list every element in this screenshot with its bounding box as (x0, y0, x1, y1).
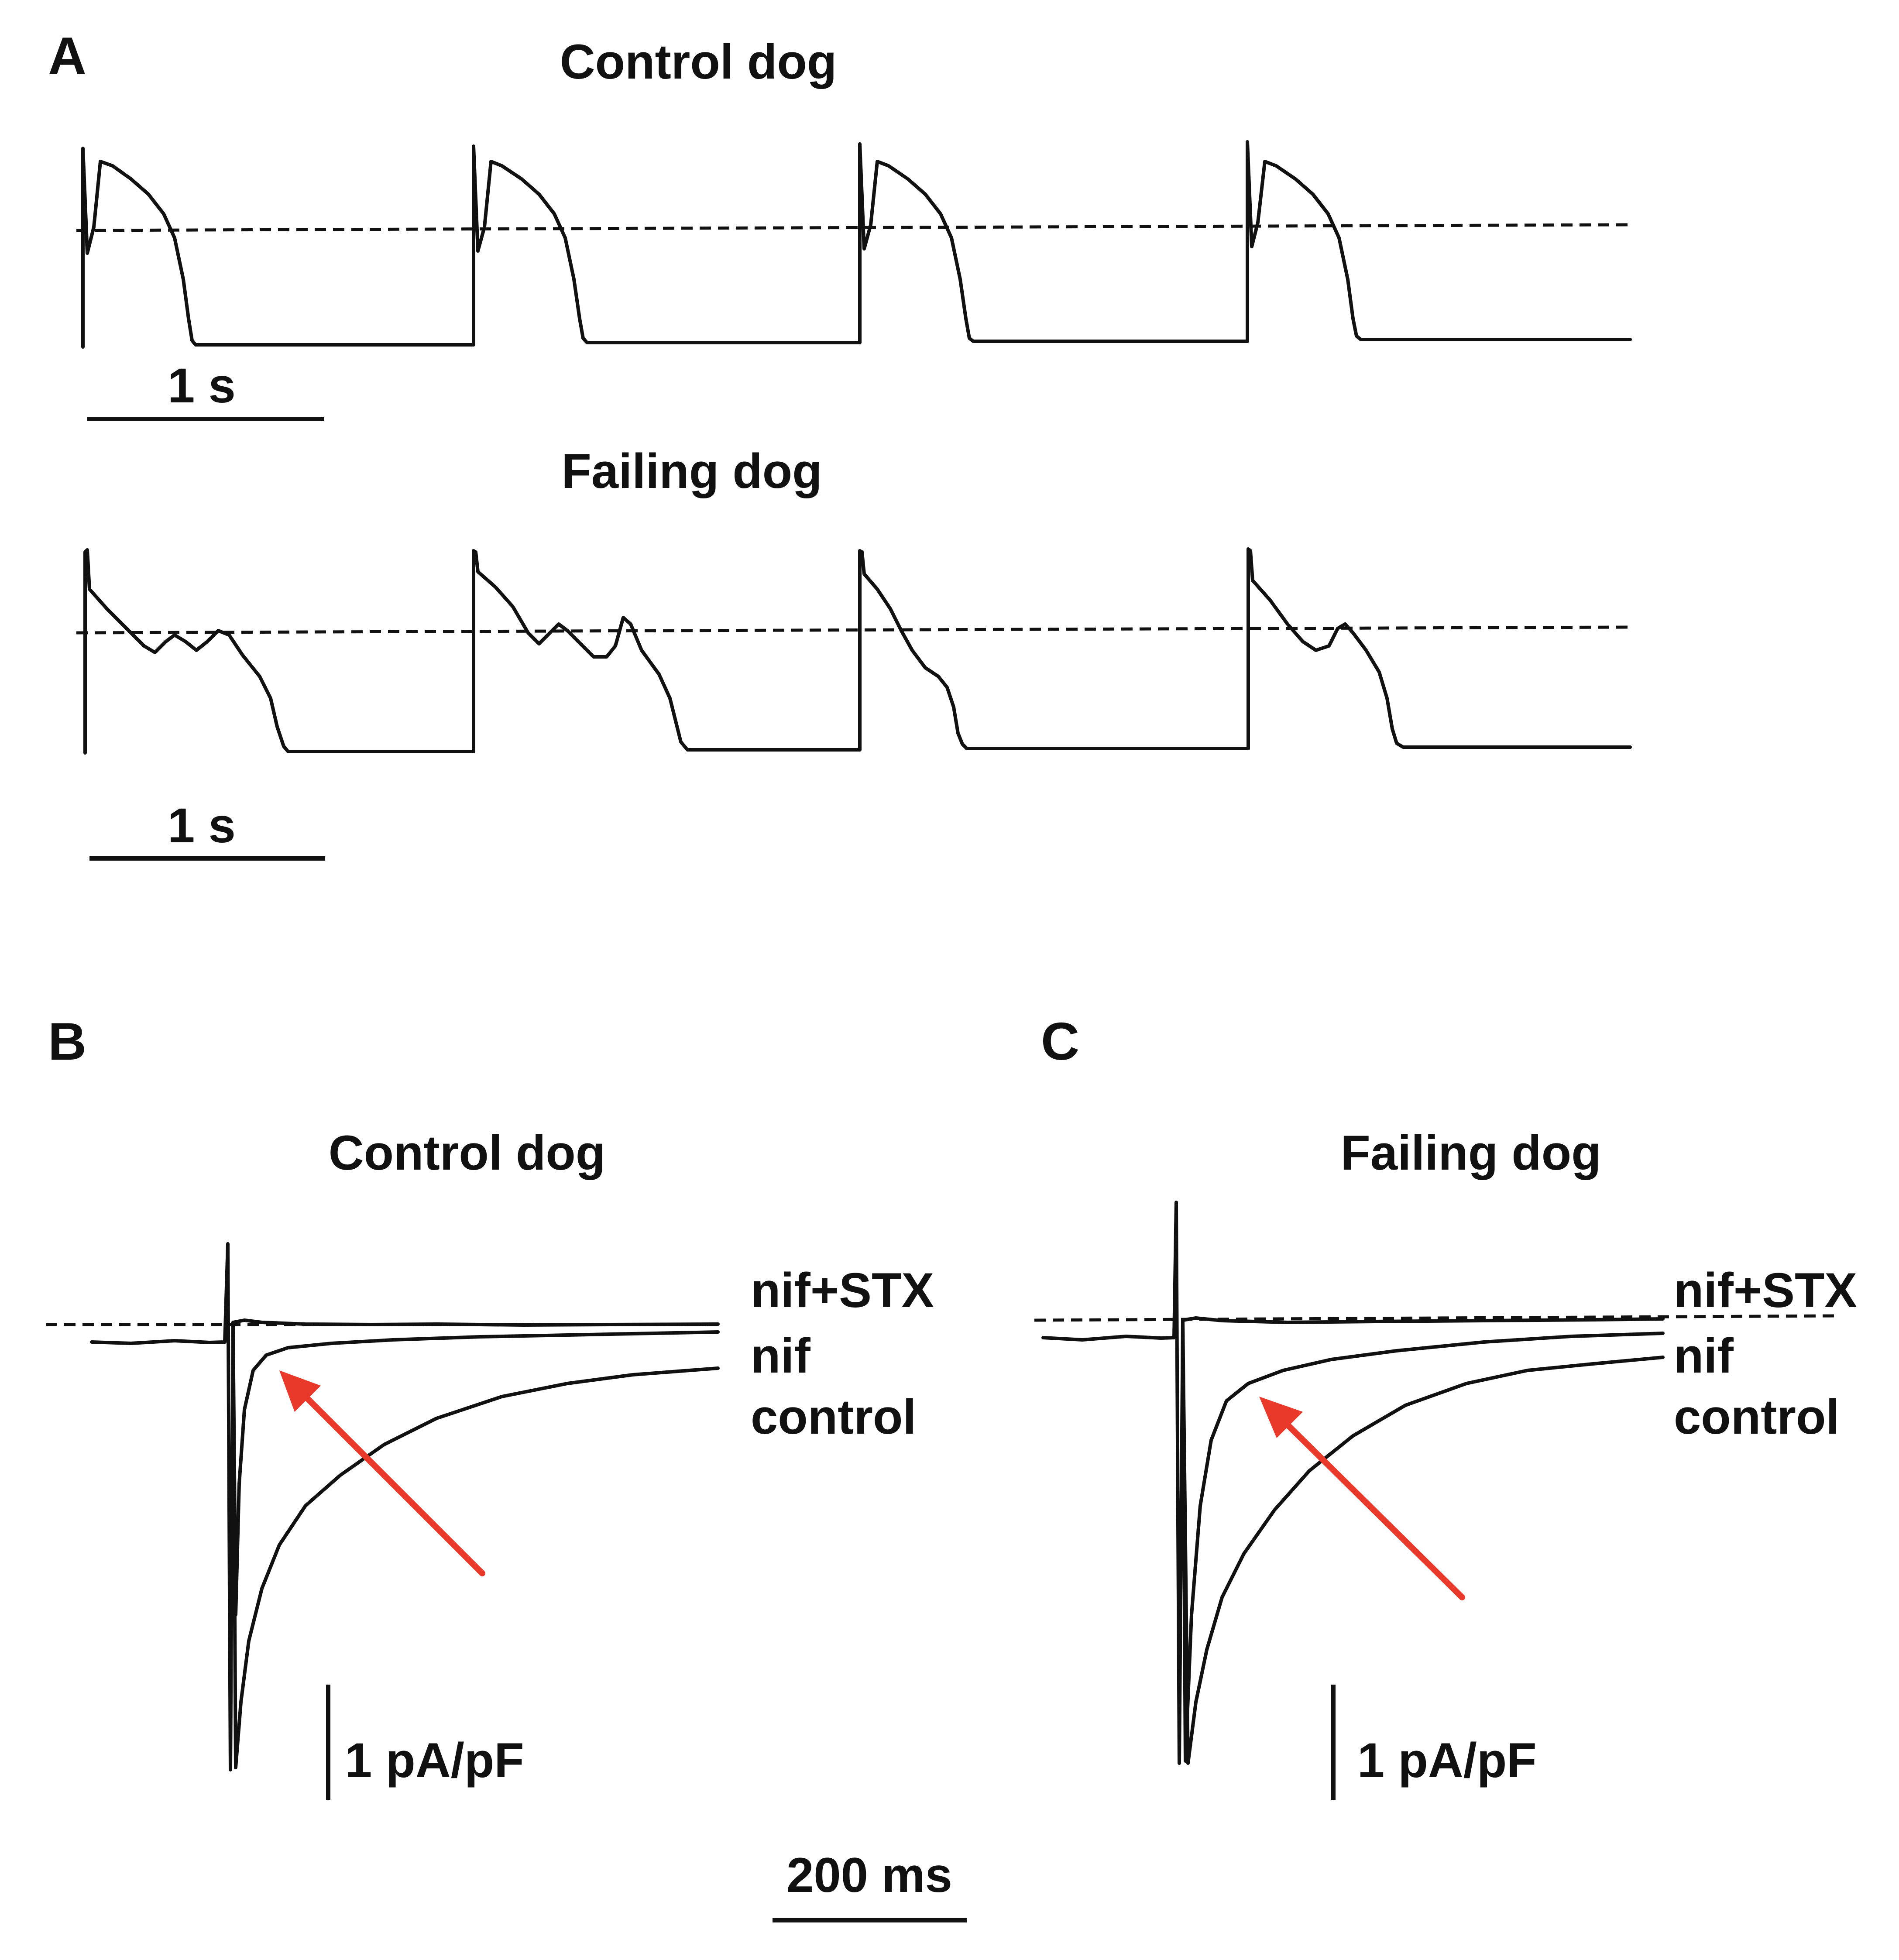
panel-b-red-arrow-head (279, 1370, 321, 1412)
panel-b-control-trace (231, 1325, 720, 1769)
panel-c-control-trace (1181, 1321, 1665, 1765)
panel-b-nif-trace (231, 1325, 720, 1617)
shared-time-scale: 200 ms (773, 1848, 967, 1922)
panel-c-control-label: control (1674, 1390, 1840, 1444)
panel-c-zero-line (1034, 1314, 1838, 1322)
panel-b-nif-stx-trace (231, 1318, 720, 1327)
panel-c-holding-current (1041, 1201, 1185, 1765)
panel-c-nif-label: nif (1674, 1328, 1734, 1383)
failing-zero-line (76, 625, 1628, 635)
panel-b: B Control dog nif+STX nif control 1 pA/p… (46, 1012, 934, 1800)
panel-a-control-title: Control dog (560, 34, 837, 89)
panel-c-letter: C (1041, 1012, 1079, 1071)
panel-b-title: Control dog (329, 1126, 605, 1180)
panel-b-red-arrow (294, 1385, 485, 1576)
panel-b-letter: B (48, 1012, 86, 1071)
failing-action-potential-trace (83, 547, 1632, 755)
panel-c-nif-stx-label: nif+STX (1674, 1263, 1857, 1318)
panel-b-control-label: control (751, 1390, 917, 1444)
panel-a-failing-title: Failing dog (561, 444, 822, 498)
panel-b-holding-current (90, 1242, 235, 1771)
control-zero-line (76, 223, 1628, 232)
panel-b-current-scale-label: 1 pA/pF (345, 1733, 524, 1788)
failing-time-scale-label: 1 s (168, 798, 236, 853)
panel-b-nif-label: nif (751, 1328, 811, 1383)
panel-a-letter: A (48, 26, 86, 86)
panel-b-nif-stx-label: nif+STX (751, 1263, 934, 1318)
panel-c-title: Failing dog (1340, 1126, 1601, 1180)
panel-c-red-arrow-head (1259, 1397, 1303, 1438)
panel-c-red-arrow (1276, 1413, 1465, 1600)
panel-c-current-scale-label: 1 pA/pF (1357, 1733, 1537, 1788)
shared-time-scale-label: 200 ms (786, 1848, 952, 1902)
panel-c-nif-stx-trace (1181, 1316, 1665, 1324)
control-action-potential-trace (81, 140, 1632, 349)
panel-c-nif-trace (1181, 1321, 1665, 1763)
control-time-scale-label: 1 s (168, 358, 236, 413)
panel-c: C Failing dog nif+STX nif control 1 pA/p… (1034, 1012, 1857, 1800)
panel-a: A Control dog 1 s Failing dog 1 s (48, 26, 1632, 861)
